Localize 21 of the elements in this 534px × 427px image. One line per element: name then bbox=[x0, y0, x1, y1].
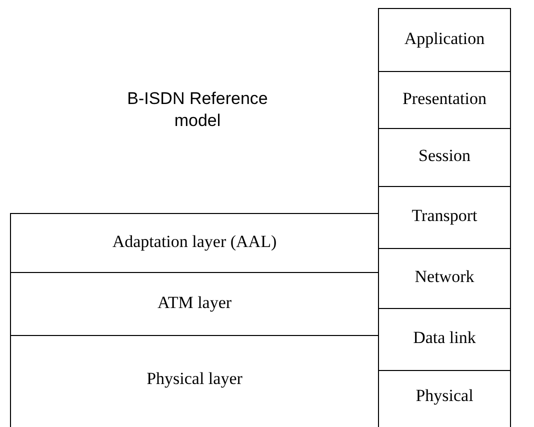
layer-box bbox=[378, 71, 511, 128]
layer-label: ATM layer bbox=[157, 294, 232, 310]
layer-box bbox=[378, 370, 511, 427]
diagram-title: B-ISDN Reference model bbox=[126, 88, 269, 132]
layer-box bbox=[378, 128, 511, 186]
layer-label: Adaptation layer (AAL) bbox=[112, 232, 277, 250]
layer-box bbox=[378, 186, 511, 248]
layer-label: Data link bbox=[413, 329, 476, 346]
layer-label: Application bbox=[404, 30, 485, 46]
layer-label: Presentation bbox=[402, 90, 487, 106]
layer-box bbox=[10, 272, 379, 335]
layer-box bbox=[378, 8, 511, 71]
layer-box bbox=[10, 335, 379, 427]
layer-box bbox=[10, 213, 379, 272]
layer-label: Physical bbox=[416, 387, 474, 404]
layer-label: Session bbox=[418, 147, 470, 164]
layer-label: Physical layer bbox=[146, 370, 242, 386]
layer-box bbox=[378, 308, 511, 370]
layer-box bbox=[378, 248, 511, 308]
layer-label: Network bbox=[414, 268, 474, 285]
layer-label: Transport bbox=[412, 207, 478, 224]
